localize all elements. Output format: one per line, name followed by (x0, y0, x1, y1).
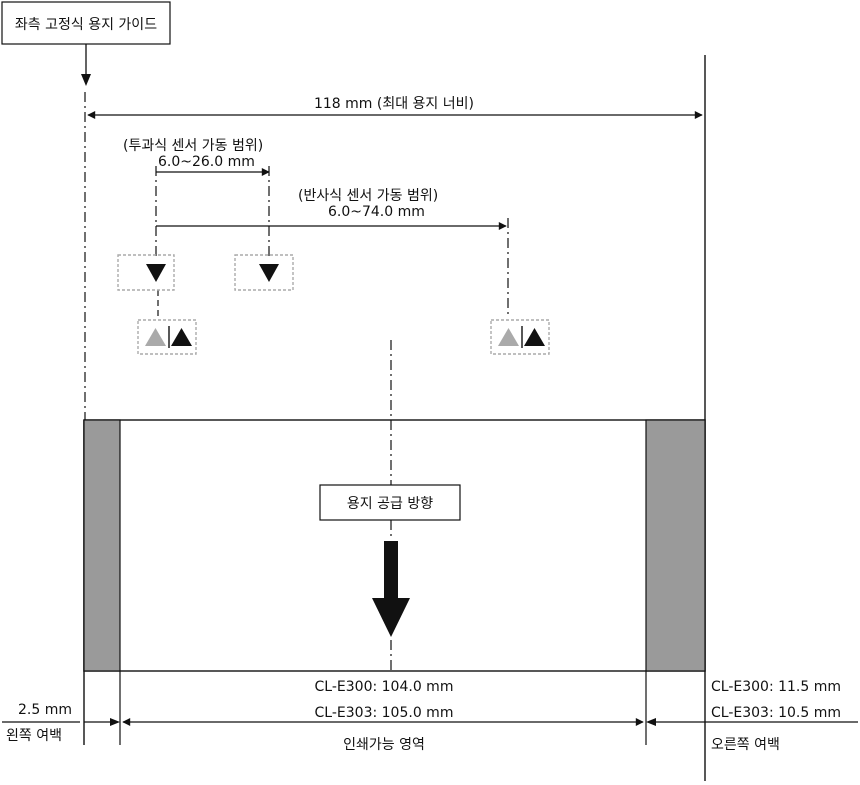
sensor-down-triangle-icon (146, 264, 166, 282)
right-margin-label: 오른쪽 여백 (711, 737, 780, 753)
left-margin-dimension: 2.5 mm 왼쪽 여백 (2, 702, 120, 744)
sensor-black-triangle-icon (524, 328, 545, 346)
reflective-title: (반사식 센서 가동 범위) (298, 188, 438, 204)
cl-e300-right-margin: CL-E300: 11.5 mm (711, 679, 841, 695)
right-margin-dimension: CL-E300: 11.5 mm CL-E303: 10.5 mm 오른쪽 여백 (646, 679, 858, 753)
left-guide-label: 좌측 고정식 용지 가이드 (15, 17, 157, 33)
left-margin-label: 왼쪽 여백 (6, 728, 62, 744)
right-margin-fill (645, 419, 706, 672)
max-width-label: 118 mm (최대 용지 너비) (314, 96, 474, 112)
feed-arrow-icon (372, 598, 410, 637)
transmissive-sensor-range: (투과식 센서 가동 범위) 6.0~26.0 mm (123, 138, 270, 320)
left-margin-value: 2.5 mm (18, 702, 72, 718)
sensor-gray-triangle-icon (145, 328, 166, 346)
cl-e303-right-margin: CL-E303: 10.5 mm (711, 705, 841, 721)
reflective-sensor-left (137, 319, 197, 355)
transmissive-sensor-right (234, 254, 294, 291)
cl-e300-print-width: CL-E300: 104.0 mm (315, 679, 454, 695)
transmissive-sensor-left (117, 254, 175, 291)
feed-direction: 용지 공급 방향 (319, 484, 461, 637)
reflective-sensor-range: (반사식 센서 가동 범위) 6.0~74.0 mm (156, 188, 509, 318)
transmissive-title: (투과식 센서 가동 범위) (123, 138, 263, 154)
cl-e303-print-width: CL-E303: 105.0 mm (315, 705, 454, 721)
print-area-dimension: CL-E300: 104.0 mm CL-E303: 105.0 mm 인쇄가능… (119, 671, 647, 753)
left-guide-callout: 좌측 고정식 용지 가이드 (1, 1, 171, 86)
left-guide-arrow-icon (81, 74, 91, 86)
feed-direction-label: 용지 공급 방향 (347, 496, 433, 512)
sensor-black-triangle-icon (171, 328, 192, 346)
sensor-down-triangle-icon (259, 264, 279, 282)
print-area-label: 인쇄가능 영역 (343, 737, 425, 753)
reflective-sensor-right (490, 319, 550, 355)
left-margin-fill (83, 419, 121, 672)
sensor-gray-triangle-icon (498, 328, 519, 346)
reflective-range: 6.0~74.0 mm (328, 204, 425, 220)
max-width-dimension: 118 mm (최대 용지 너비) (87, 96, 703, 119)
transmissive-range: 6.0~26.0 mm (158, 154, 255, 170)
